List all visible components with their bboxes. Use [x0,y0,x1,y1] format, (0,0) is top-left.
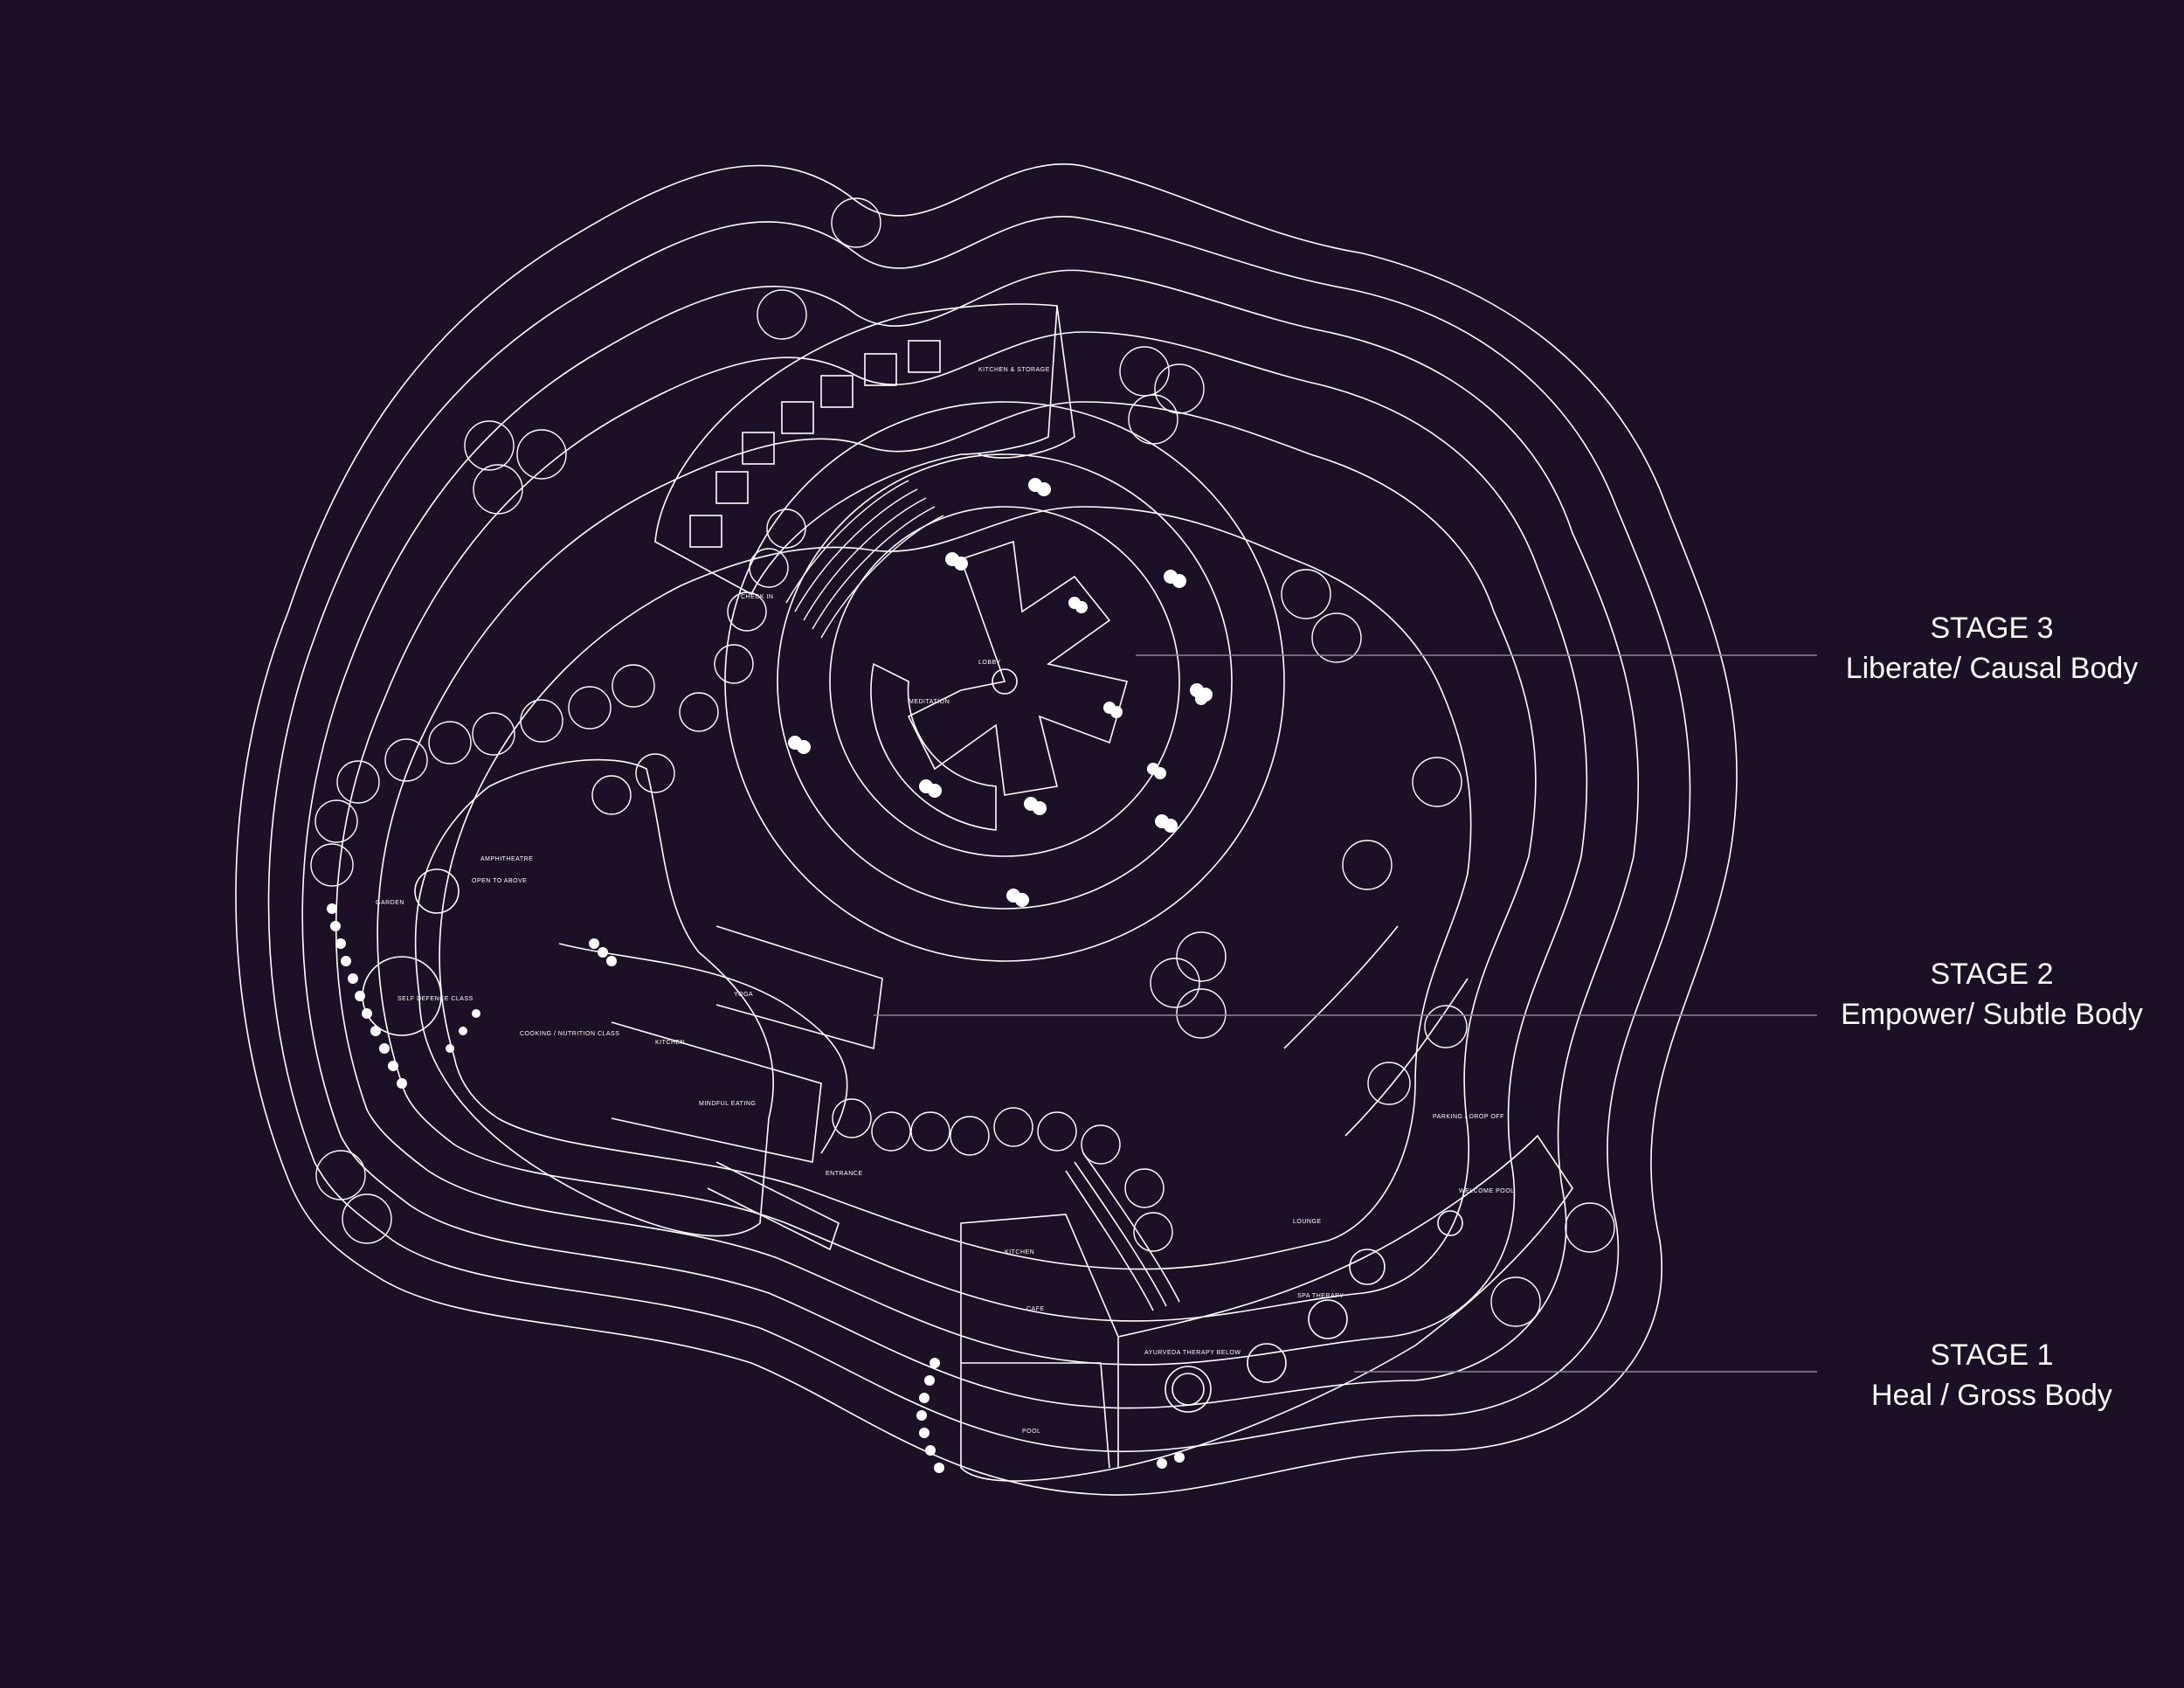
tag-pool: POOL [1022,1429,1040,1435]
stage1-wing [960,1134,1573,1482]
stage3-circular-plan [724,401,1285,962]
stage2-wing [362,758,883,1251]
tag-kitchen2: KITCHEN [1005,1249,1034,1256]
stage2-title: STAGE 2 [1930,958,2054,991]
stage2-planter-dots [327,903,617,1089]
tree-symbols [310,197,1615,1327]
tag-mindful-eating: MINDFUL EATING [699,1101,756,1107]
tag-ayurveda: AYURVEDA THERAPY BELOW [1144,1350,1241,1356]
tag-welcome-pool: WELCOME POOL [1459,1188,1515,1194]
stage3-wing-rooms [654,303,1075,596]
tag-cafe: CAFE [1026,1306,1045,1312]
stage1-title: STAGE 1 [1930,1339,2054,1372]
stage3-seat-clusters [788,478,1213,907]
tag-open-to-above: OPEN TO ABOVE [472,878,527,884]
tag-kitchen-storage: KITCHEN & STORAGE [978,367,1050,373]
stage2-label: STAGE 2 Empower/ Subtle Body [1800,954,2184,1034]
tag-spa: SPA THERAPY [1297,1293,1344,1299]
tag-garden: GARDEN [376,900,404,906]
tag-parking: PARKING / DROP OFF [1433,1114,1504,1120]
room-tags: KITCHEN & STORAGE CHECK IN AMPHITHEATRE … [376,367,1515,1435]
stage-leader-lines [874,654,1817,1373]
tag-lobby: LOBBY [978,660,1001,666]
tag-entrance: ENTRANCE [826,1171,863,1177]
stage3-label: STAGE 3 Liberate/ Causal Body [1800,608,2184,688]
stage1-planter-dots [916,1358,1185,1473]
stage3-subtitle: Liberate/ Causal Body [1845,652,2139,685]
stage3-amphitheatre-steps [785,480,944,639]
tag-kitchen: KITCHEN [655,1040,685,1046]
tag-lounge: LOUNGE [1293,1219,1322,1225]
stage2-subtitle: Empower/ Subtle Body [1841,998,2143,1031]
tag-check-in: CHECK IN [741,594,773,600]
tag-yoga: YOGA [734,992,753,998]
contour-lines [235,163,1738,1496]
tag-amphitheatre: AMPHITHEATRE [480,856,533,862]
tag-self-defence: SELF DEFENCE CLASS [397,996,473,1002]
stage1-subtitle: Heal / Gross Body [1871,1379,2112,1412]
tag-cooking-nutrition: COOKING / NUTRITION CLASS [520,1031,619,1037]
tag-meditation: MEDITATION [909,699,950,705]
stage1-label: STAGE 1 Heal / Gross Body [1800,1335,2184,1415]
stage3-title: STAGE 3 [1930,612,2054,645]
